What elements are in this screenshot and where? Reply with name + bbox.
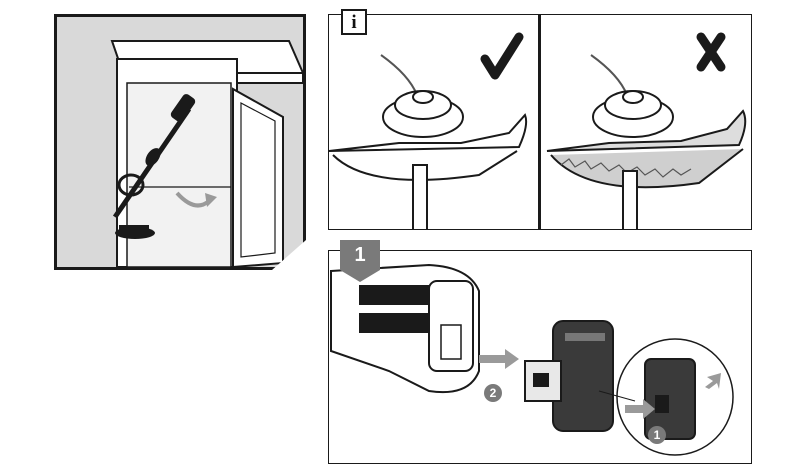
callout-2: 2 — [484, 384, 502, 402]
panel-corner-fold — [272, 240, 306, 270]
info-panel-divider — [538, 14, 541, 230]
battery-removal-illustration — [330, 263, 734, 456]
storage-illustration-panel — [54, 14, 306, 270]
cabinet-storage-illustration — [110, 40, 303, 267]
dirty-guard-illustration — [546, 54, 747, 229]
callout-1: 1 — [648, 426, 666, 444]
guard-cleanliness-illustration — [329, 32, 747, 229]
step-number: 1 — [354, 244, 366, 266]
clean-guard-illustration — [329, 54, 528, 229]
info-icon: i — [341, 9, 367, 35]
battery-removal-panel — [328, 250, 752, 464]
x-mark-icon — [696, 32, 726, 72]
check-mark-icon — [480, 32, 524, 80]
step-number-badge: 1 — [340, 240, 380, 282]
info-symbol: i — [351, 11, 357, 33]
battery-pack — [524, 320, 614, 432]
